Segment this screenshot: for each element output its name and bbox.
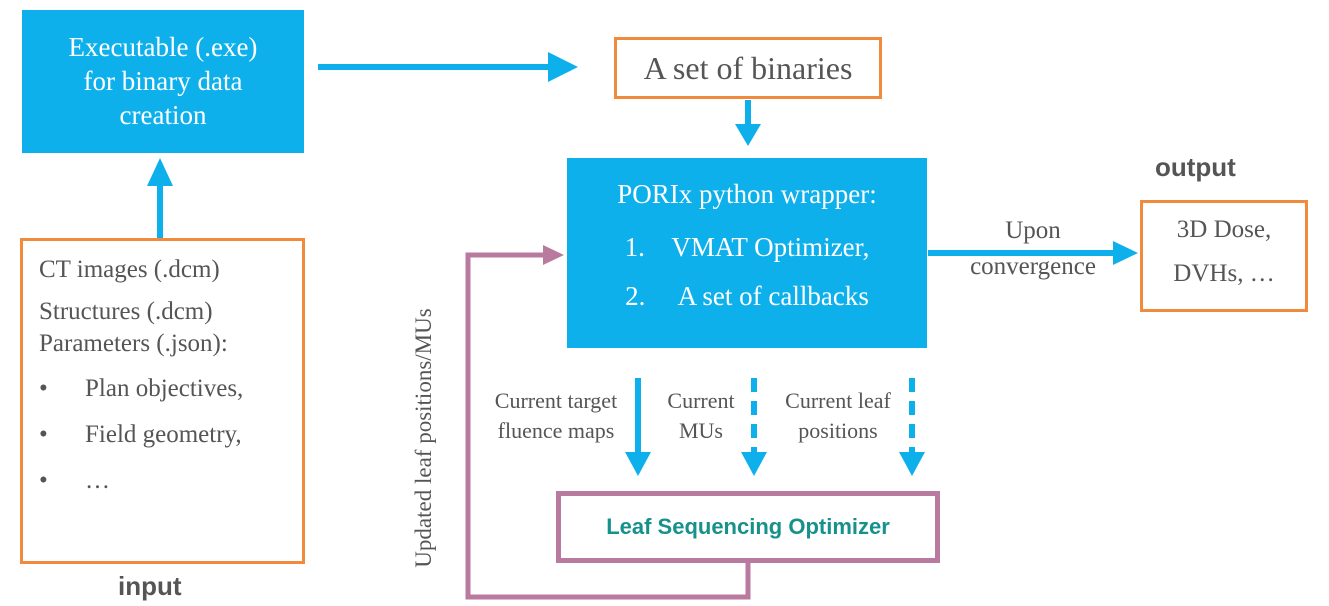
binaries-box: A set of binaries: [614, 37, 882, 99]
input-parameters: Parameters (.json):: [39, 330, 228, 357]
input-ct-images: CT images (.dcm): [39, 256, 220, 283]
leaf-sequencing-optimizer-label: Leaf Sequencing Optimizer: [606, 514, 890, 539]
input-bullet-2: • Field geometry,: [39, 419, 302, 451]
bullet-marker: •: [39, 421, 48, 448]
output-line-1: 3D Dose,: [1176, 216, 1272, 243]
output-line-2: DVHs, …: [1173, 260, 1275, 287]
wrapper-title: PORIx python wrapper:: [617, 179, 877, 209]
current-target-line-2: fluence maps: [497, 418, 615, 443]
output-label: output: [1155, 152, 1236, 182]
input-bullet-1: • Plan objectives,: [39, 373, 302, 405]
input-bullet-3: •…: [39, 465, 302, 497]
executable-box: Executable (.exe) for binary data creati…: [22, 10, 304, 153]
wrapper-item-1: 1. VMAT Optimizer,: [624, 232, 870, 262]
bullet-marker: •: [39, 467, 48, 494]
input-box: CT images (.dcm) Structures (.dcm) Param…: [20, 238, 305, 564]
current-mus-line-1: Current: [667, 388, 735, 413]
output-box: 3D Dose, DVHs, …: [1140, 200, 1308, 312]
arrowhead-feedback: [543, 245, 564, 265]
input-structures: Structures (.dcm): [39, 298, 213, 325]
convergence-line-2: convergence: [970, 253, 1096, 280]
current-leaf-line-1: Current leaf: [785, 388, 891, 413]
arrowhead-wrapper-to-output: [1113, 241, 1138, 265]
arrowhead-exe-to-binaries: [548, 52, 578, 82]
binaries-label: A set of binaries: [643, 50, 853, 86]
convergence-line-1: Upon: [1005, 217, 1061, 244]
executable-line-3: creation: [119, 100, 207, 130]
arrowhead-current-mus: [741, 452, 767, 476]
current-target-line-1: Current target: [494, 388, 618, 413]
bullet-ellipsis: …: [85, 467, 110, 494]
bullet-field-geometry: Field geometry,: [85, 421, 242, 448]
bullet-plan-objectives: Plan objectives,: [85, 375, 244, 402]
leaf-sequencing-optimizer-box: Leaf Sequencing Optimizer: [556, 491, 940, 563]
executable-line-2: for binary data: [83, 66, 243, 96]
input-label: input: [118, 571, 182, 601]
current-leaf-label: Current leaf positions: [768, 386, 908, 446]
arrowhead-current-leaf: [899, 452, 925, 476]
current-leaf-line-2: positions: [798, 418, 878, 443]
arrowhead-input-to-exe: [147, 158, 173, 186]
wrapper-item-2: 2. A set of callbacks: [625, 281, 869, 311]
executable-line-1: Executable (.exe): [68, 32, 258, 62]
current-mus-label: Current MUs: [654, 386, 748, 446]
feedback-loop: [465, 252, 751, 600]
porix-wrapper-box: PORIx python wrapper: 1. VMAT Optimizer,…: [567, 158, 927, 348]
feedback-label: Updated leaf positions/MUs: [411, 308, 436, 568]
arrowhead-current-target: [625, 452, 651, 476]
current-mus-line-2: MUs: [678, 418, 723, 443]
convergence-label: Upon convergence: [948, 216, 1118, 282]
arrowhead-binaries-to-wrapper: [735, 124, 761, 146]
bullet-marker: •: [39, 375, 48, 402]
current-target-label: Current target fluence maps: [476, 386, 636, 446]
